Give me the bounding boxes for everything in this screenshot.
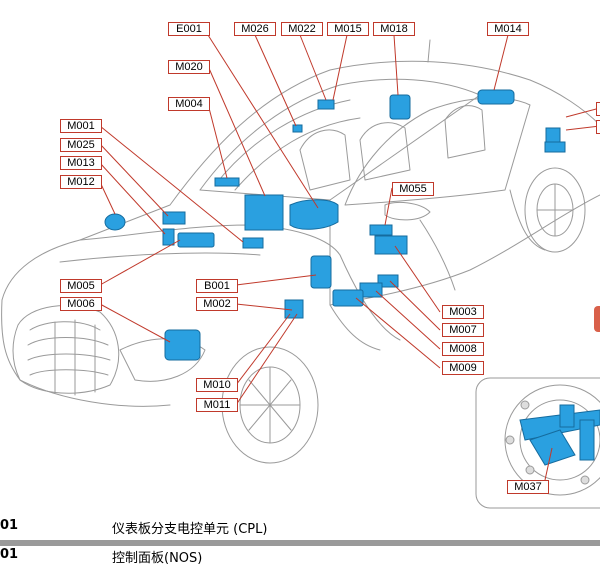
- label-m009: M009: [442, 361, 484, 375]
- component-m055: [369, 224, 393, 236]
- label-partial-top: [596, 102, 600, 116]
- label-m004: M004: [168, 97, 210, 111]
- legend-separator: [0, 540, 600, 546]
- component-m014: [477, 89, 515, 105]
- label-b001: B001: [196, 279, 238, 293]
- label-m002: M002: [196, 297, 238, 311]
- label-m013: M013: [60, 156, 102, 170]
- label-m020: M020: [168, 60, 210, 74]
- component-m001: [242, 237, 264, 249]
- label-m018: M018: [373, 22, 415, 36]
- component-m004: [214, 177, 240, 187]
- label-m014: M014: [487, 22, 529, 36]
- legend-description: 仪表板分支电控单元 (CPL): [112, 522, 268, 537]
- component-m010: [545, 127, 561, 143]
- component-m026: [292, 124, 303, 133]
- component-m013: [162, 211, 186, 225]
- label-m001: M001: [60, 119, 102, 133]
- component-m012: [104, 213, 126, 231]
- legend-code: 01: [0, 547, 19, 562]
- component-m020: [244, 194, 284, 231]
- component-m009: [332, 289, 364, 307]
- legend-description: 控制面板(NOS): [112, 551, 203, 566]
- component-m006: [164, 329, 201, 361]
- label-m025: M025: [60, 138, 102, 152]
- component-m022: [317, 99, 335, 110]
- component-m025: [162, 228, 175, 246]
- component-m018: [389, 94, 411, 120]
- legend-row: 01 仪表板分支电控单元 (CPL): [0, 518, 600, 537]
- page-tab-marker: [594, 306, 600, 332]
- label-m055: M055: [392, 182, 434, 196]
- component-b001: [310, 255, 332, 289]
- car-illustration: [1, 34, 600, 509]
- label-m005: M005: [60, 279, 102, 293]
- label-e001: E001: [168, 22, 210, 36]
- component-e001: [289, 199, 339, 230]
- label-m011: M011: [196, 398, 238, 412]
- label-m037: M037: [507, 480, 549, 494]
- label-m006: M006: [60, 297, 102, 311]
- label-m026: M026: [234, 22, 276, 36]
- label-m022: M022: [281, 22, 323, 36]
- label-m003: M003: [442, 305, 484, 319]
- component-m003: [374, 235, 408, 255]
- label-m012: M012: [60, 175, 102, 189]
- component-m005: [177, 232, 215, 248]
- component-m037: [519, 404, 600, 466]
- legend-code: 01: [0, 518, 19, 533]
- label-m015: M015: [327, 22, 369, 36]
- label-partial-bottom: [596, 120, 600, 134]
- label-m007: M007: [442, 323, 484, 337]
- legend-row: 01 控制面板(NOS): [0, 547, 600, 566]
- component-m002: [284, 299, 304, 319]
- label-m010: M010: [196, 378, 238, 392]
- component-m011: [544, 141, 566, 153]
- component-location-diagram: E001 M026 M022 M015 M018 M014 M020 M004 …: [1, 22, 600, 509]
- label-m008: M008: [442, 342, 484, 356]
